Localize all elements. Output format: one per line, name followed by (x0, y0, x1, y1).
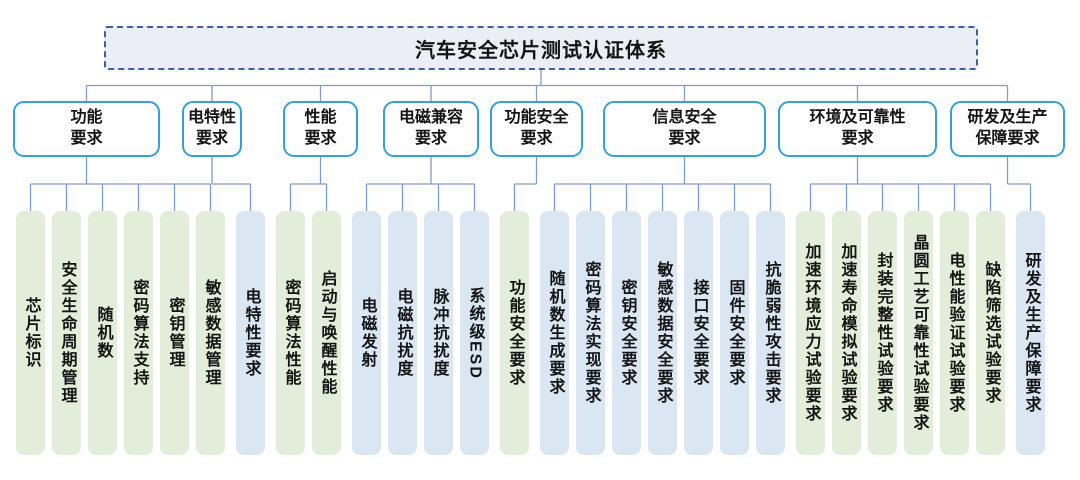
leaf-node: 密钥管理 (160, 211, 189, 455)
branch-label: 环境及可靠性 (809, 109, 906, 127)
leaf-group-information-security: 随机数生成要求 密码算法实现要求 密钥安全要求 敏感数据安全要求 接口安全要求 … (540, 211, 785, 455)
branch-box-performance-requirements: 性能 要求 (283, 101, 358, 157)
leaf-node: 密码算法性能 (276, 211, 305, 455)
leaf-node: 抗脆弱性攻击要求 (756, 211, 785, 455)
branch-label: 要求 (414, 130, 447, 147)
leaf-node: 电性能验证试验要求 (940, 211, 969, 455)
branch-box-environment-reliability-requirements: 环境及可靠性 要求 (778, 101, 937, 157)
leaf-group-functional: 芯片标识 安全生命周期管理 随机数 密码算法支持 密钥管理 敏感数据管理 (16, 211, 225, 455)
leaf-node: 启动与唤醒性能 (312, 211, 341, 455)
leaf-node: 封装完整性试验要求 (868, 211, 897, 455)
leaf-node: 固件安全要求 (720, 211, 749, 455)
leaf-node: 电磁发射 (352, 211, 381, 455)
leaf-group-performance: 密码算法性能 启动与唤醒性能 (276, 211, 341, 455)
leaf-node: 加速寿命模拟试验要求 (832, 211, 861, 455)
branch-label: 要求 (195, 130, 228, 147)
leaf-node: 随机数 (88, 211, 117, 455)
leaf-node: 晶圆工艺可靠性试验要求 (904, 211, 933, 455)
leaf-node: 接口安全要求 (684, 211, 713, 455)
branch-box-emc-requirements: 电磁兼容 要求 (383, 101, 479, 157)
branch-label: 功能安全 (504, 109, 569, 127)
leaf-node: 功能安全要求 (500, 211, 529, 455)
branch-label: 要求 (70, 130, 103, 147)
leaf-group-emc: 电磁发射 电磁抗扰度 脉冲抗扰度 系统级ESD (352, 211, 489, 455)
leaf-node: 系统级ESD (460, 211, 489, 455)
branch-label: 保障要求 (975, 130, 1040, 147)
leaf-group-rd-production: 研发及生产保障要求 (1016, 211, 1045, 455)
leaf-node: 电磁抗扰度 (388, 211, 417, 455)
branch-label: 电特性 (187, 109, 236, 127)
branch-label: 要求 (304, 130, 337, 147)
leaf-node: 缺陷筛选试验要求 (976, 211, 1005, 455)
leaf-node: 密钥安全要求 (612, 211, 641, 455)
leaf-node: 研发及生产保障要求 (1016, 211, 1045, 455)
leaf-node: 密码算法支持 (124, 211, 153, 455)
leaf-row: 芯片标识 安全生命周期管理 随机数 密码算法支持 密钥管理 敏感数据管理 电特性… (16, 211, 1045, 455)
branch-box-functional-safety-requirements: 功能安全 要求 (490, 101, 583, 157)
leaf-node: 密码算法实现要求 (576, 211, 605, 455)
leaf-group-functional-safety: 功能安全要求 (500, 211, 529, 455)
leaf-node: 电特性要求 (236, 211, 265, 455)
branch-label: 性能 (304, 109, 337, 127)
branch-label: 功能 (70, 109, 103, 127)
leaf-node: 安全生命周期管理 (52, 211, 81, 455)
branch-label: 电磁兼容 (398, 109, 463, 127)
leaf-group-electrical: 电特性要求 (236, 211, 265, 455)
leaf-node: 敏感数据安全要求 (648, 211, 677, 455)
branch-label: 要求 (520, 130, 553, 147)
leaf-group-environment-reliability: 加速环境应力试验要求 加速寿命模拟试验要求 封装完整性试验要求 晶圆工艺可靠性试… (796, 211, 1005, 455)
root-node: 汽车安全芯片测试认证体系 (104, 26, 978, 70)
branch-label: 研发及生产 (967, 109, 1048, 127)
branch-box-rd-production-assurance-requirements: 研发及生产 保障要求 (950, 101, 1065, 157)
branch-label: 信息安全 (652, 109, 717, 127)
leaf-node: 敏感数据管理 (196, 211, 225, 455)
leaf-node: 芯片标识 (16, 211, 45, 455)
leaf-node: 随机数生成要求 (540, 211, 569, 455)
branch-box-functional-requirements: 功能 要求 (13, 101, 160, 157)
branch-label: 要求 (841, 130, 874, 147)
leaf-node: 脉冲抗扰度 (424, 211, 453, 455)
page-title: 汽车安全芯片测试认证体系 (415, 39, 667, 62)
branch-label: 要求 (668, 130, 701, 147)
branch-box-information-security-requirements: 信息安全 要求 (603, 101, 766, 157)
leaf-node: 加速环境应力试验要求 (796, 211, 825, 455)
branch-box-electrical-requirements: 电特性 要求 (182, 101, 242, 157)
